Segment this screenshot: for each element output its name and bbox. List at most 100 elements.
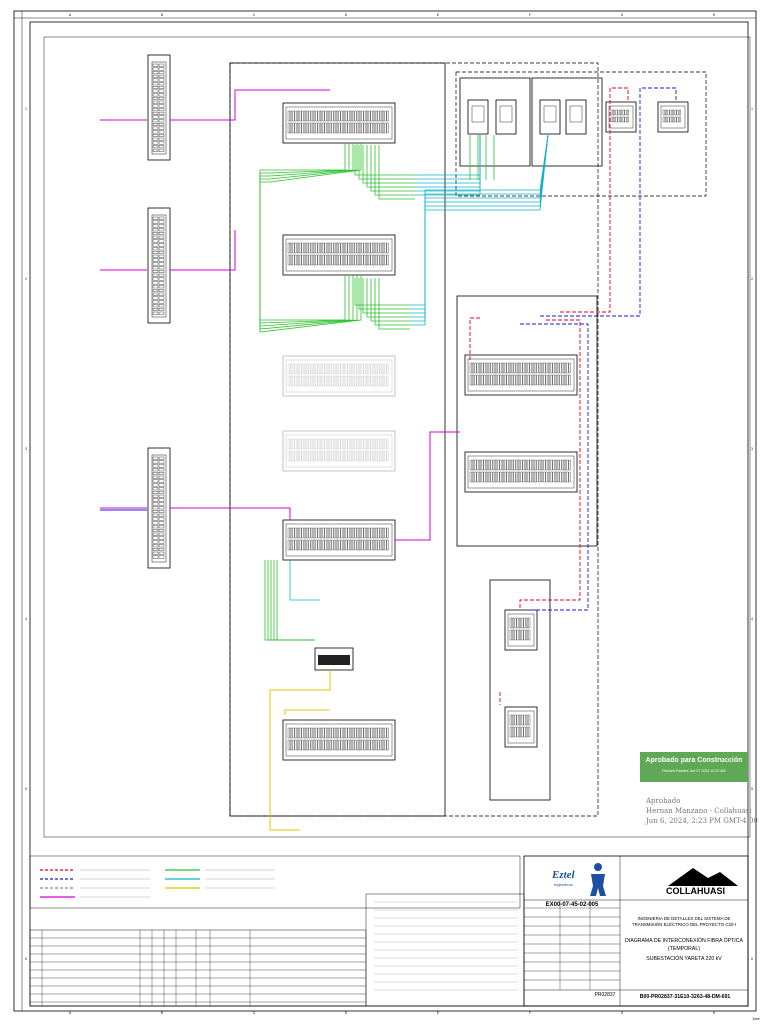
patch-port bbox=[315, 739, 318, 751]
patch-port bbox=[354, 254, 357, 266]
patch-port bbox=[333, 727, 336, 739]
patch-port bbox=[527, 459, 530, 471]
patch-port bbox=[384, 122, 387, 134]
panel-port bbox=[152, 148, 159, 152]
patch-port bbox=[320, 438, 322, 450]
patch-port bbox=[338, 110, 341, 122]
patch-port bbox=[363, 122, 366, 134]
cable bbox=[276, 560, 315, 641]
patch-port bbox=[528, 617, 531, 629]
patch-port bbox=[299, 450, 302, 462]
patch-port bbox=[368, 527, 371, 539]
patch-port bbox=[290, 110, 293, 122]
patch-port bbox=[513, 471, 516, 483]
grid-column-label: H bbox=[713, 1011, 716, 1015]
patch-port bbox=[561, 471, 564, 483]
patch-port bbox=[485, 362, 488, 374]
panel-port bbox=[152, 104, 159, 108]
patch-port bbox=[531, 362, 534, 374]
panel-port bbox=[152, 78, 159, 82]
panel-port bbox=[152, 216, 159, 220]
patch-port bbox=[326, 122, 329, 134]
panel-port bbox=[158, 232, 165, 235]
cable bbox=[395, 431, 460, 541]
patch-port bbox=[543, 374, 546, 386]
patch-port bbox=[336, 727, 339, 739]
cable bbox=[374, 278, 410, 326]
patch-port bbox=[520, 459, 523, 471]
patch-port bbox=[329, 375, 332, 387]
patch-port bbox=[299, 254, 302, 266]
patch-port bbox=[514, 629, 517, 641]
patch-port bbox=[495, 362, 498, 374]
panel-port bbox=[158, 239, 165, 243]
patch-port bbox=[354, 375, 357, 387]
patch-port bbox=[520, 362, 523, 374]
patch-port bbox=[299, 527, 302, 539]
patch-port bbox=[483, 471, 486, 483]
patch-port bbox=[343, 242, 345, 254]
patch-port bbox=[488, 362, 491, 374]
panel-port bbox=[158, 540, 165, 544]
patch-port bbox=[516, 629, 519, 641]
patch-port bbox=[349, 739, 352, 751]
patch-port bbox=[322, 375, 325, 387]
grid-row-label: 1 bbox=[751, 107, 753, 111]
patch-port bbox=[515, 471, 518, 483]
patch-port bbox=[313, 375, 316, 387]
patch-port bbox=[349, 242, 352, 254]
patch-port bbox=[356, 254, 359, 266]
patch-port bbox=[386, 527, 389, 539]
patch-port bbox=[308, 110, 311, 122]
patch-port bbox=[538, 459, 541, 471]
patch-port bbox=[370, 739, 373, 751]
patch-port bbox=[310, 375, 313, 387]
patch-port bbox=[287, 375, 290, 387]
panel-port bbox=[158, 100, 165, 104]
patch-port bbox=[512, 726, 515, 738]
patch-port bbox=[340, 375, 343, 387]
patch-port bbox=[352, 375, 355, 387]
patch-port bbox=[354, 527, 357, 539]
patch-port bbox=[349, 110, 352, 122]
patch-port bbox=[306, 727, 309, 739]
patch-port bbox=[372, 539, 375, 551]
panel-port bbox=[152, 228, 159, 232]
cable bbox=[560, 87, 629, 313]
approval-title: Aprobado para Construcción bbox=[645, 757, 743, 764]
patch-port bbox=[301, 122, 304, 134]
patch-port bbox=[624, 109, 627, 116]
patch-panel-inner bbox=[285, 434, 393, 468]
cable bbox=[259, 143, 346, 321]
patch-port bbox=[354, 110, 357, 122]
patch-port bbox=[349, 122, 352, 134]
patch-port bbox=[297, 122, 299, 134]
patch-port bbox=[536, 459, 539, 471]
patch-port bbox=[340, 110, 343, 122]
patch-port bbox=[336, 450, 339, 462]
patch-port bbox=[338, 438, 341, 450]
panel-port bbox=[152, 521, 159, 525]
cable bbox=[410, 134, 549, 306]
patch-port bbox=[382, 242, 385, 254]
patch-port bbox=[310, 527, 313, 539]
patch-port bbox=[331, 727, 334, 739]
patch-panel-inner bbox=[285, 238, 393, 272]
patch-port bbox=[329, 122, 332, 134]
patch-port bbox=[326, 539, 329, 551]
panel-port bbox=[152, 483, 159, 487]
panel-port bbox=[152, 555, 159, 559]
patch-port bbox=[329, 450, 332, 462]
patch-port bbox=[377, 527, 380, 539]
patch-port bbox=[531, 471, 534, 483]
title-line-2: TRANSMISIÓN ELÉCTRICO DEL PROYECTO C20-I bbox=[631, 922, 737, 927]
patch-port bbox=[308, 254, 311, 266]
patch-port bbox=[366, 450, 368, 462]
patch-port bbox=[287, 254, 290, 266]
grid-row-label: 1 bbox=[25, 107, 27, 111]
patch-port bbox=[301, 739, 304, 751]
patch-port bbox=[370, 110, 373, 122]
panel-port bbox=[152, 300, 159, 304]
patch-port bbox=[386, 727, 389, 739]
patch-port bbox=[499, 362, 502, 374]
